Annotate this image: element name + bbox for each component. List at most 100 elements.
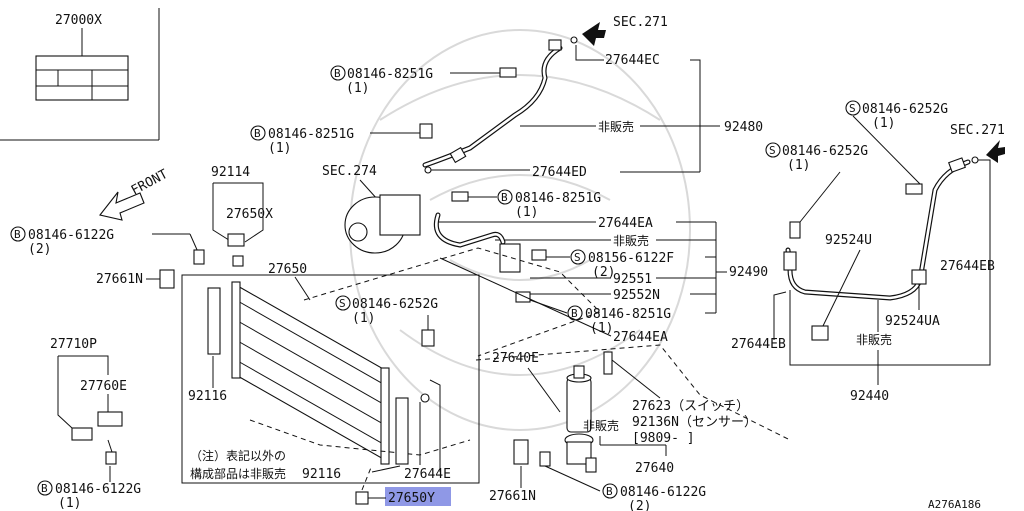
bolt-icon — [789, 221, 801, 239]
bolt-j-label: 08146-6252G — [862, 102, 948, 117]
part-92524UA-label: 92524UA — [885, 314, 940, 329]
bracket-icon — [227, 233, 245, 247]
bolt-k-label: 08146-6252G — [782, 144, 868, 159]
bolt-a-qty: (1) — [346, 81, 369, 96]
pipe-92440 — [783, 157, 971, 301]
pipe-92490 — [433, 212, 521, 273]
front-arrow-icon — [99, 191, 145, 221]
side-seal-left-icon — [207, 287, 221, 355]
bolt-icon — [105, 451, 117, 465]
part-92116-right-label: 92116 — [302, 467, 341, 482]
part-27000X-label: 27000X — [55, 13, 102, 28]
sec274-label: SEC.274 — [322, 164, 377, 179]
svg-text:B: B — [41, 482, 48, 495]
bolt-j-callout: S 08146-6252G (1) — [845, 100, 948, 185]
circle-s-icon — [845, 100, 861, 116]
bolt-icon — [451, 191, 469, 202]
part-27710P-label: 27710P — [50, 337, 97, 352]
seal-bottom-icon — [513, 439, 529, 465]
bolt-i-callout: B 08146-6122G (2) — [602, 483, 706, 511]
sec271-right-label: SEC.271 — [950, 123, 1005, 138]
circle-b-icon — [250, 125, 266, 141]
bolt-a-label: 08146-8251G — [347, 67, 433, 82]
part-27640-label: 27640 — [635, 461, 674, 476]
direction-arrow-icon — [582, 22, 606, 46]
bolt-e-label: 08156-6122F — [588, 251, 674, 266]
not-sold-label-2: 非販売 — [613, 233, 649, 248]
bolt-e-callout: S 08156-6122F (2) — [531, 249, 716, 280]
date-range-label: [9809- ] — [632, 431, 695, 446]
svg-text:B: B — [334, 67, 341, 80]
note-line-1: （注）表記以外の — [190, 448, 286, 463]
part-27644ED-label: 27644ED — [532, 165, 587, 180]
bolt-h-callout: B 08146-6122G (1) — [37, 466, 141, 511]
bolt-h-label: 08146-6122G — [55, 482, 141, 497]
part-27644EC-label: 27644EC — [605, 53, 660, 68]
clamp-icon — [911, 269, 927, 285]
bolt-g-label: 08146-6252G — [352, 297, 438, 312]
bolt-k-callout: S 08146-6252G (1) — [765, 142, 923, 239]
svg-text:B: B — [606, 485, 613, 498]
circle-b-icon — [37, 480, 53, 496]
part-27650Y-label[interactable]: 27650Y — [388, 491, 435, 506]
bolt-icon — [421, 329, 435, 347]
bolt-g-qty: (1) — [352, 311, 375, 326]
bolt-f-label: 08146-8251G — [585, 307, 671, 322]
part-27650-label: 27650 — [268, 262, 307, 277]
not-sold-label-4: 非販売 — [856, 332, 892, 347]
part-27623-label: 27623（スイッチ） — [632, 399, 749, 414]
highlighted-part-box[interactable] — [385, 487, 451, 506]
part-92524U-label: 92524U — [825, 233, 872, 248]
ambient-sensor-icon — [71, 427, 93, 441]
part-27644EB-left-label: 27644EB — [731, 337, 786, 352]
part-27644EA-1-label: 27644EA — [598, 216, 653, 231]
bolt-d-label: 08146-6122G — [28, 228, 114, 243]
bolt-f-qty: (1) — [590, 321, 613, 336]
part-27644EB-right-label: 27644EB — [940, 259, 995, 274]
grommet-icon — [232, 255, 244, 267]
bolt-e-qty: (2) — [592, 265, 615, 280]
part-92440-label: 92440 — [850, 389, 889, 404]
seal-icon — [159, 269, 175, 289]
svg-text:S: S — [849, 102, 856, 115]
bolt-icon — [905, 183, 923, 195]
part-92490-label: 92490 — [729, 265, 768, 280]
bolt-h-qty: (1) — [58, 496, 81, 511]
part-92551-label: 92551 — [613, 272, 652, 287]
part-27760E-label: 27760E — [80, 379, 127, 394]
circle-b-icon — [497, 189, 513, 205]
circle-b-icon — [10, 226, 26, 242]
bolt-j-qty: (1) — [872, 116, 895, 131]
part-27661N-bottom-label: 27661N — [489, 489, 536, 504]
part-92136N-label: 92136N（センサー） — [632, 415, 757, 430]
label-plate-icon — [35, 55, 129, 101]
svg-text:B: B — [501, 191, 508, 204]
condenser-core-icon — [231, 281, 390, 465]
bolt-b-callout: B 08146-8251G (1) — [250, 123, 433, 156]
bolt-c-label: 08146-8251G — [515, 191, 601, 206]
bolt-icon — [193, 249, 205, 265]
note-line-2: 構成部品は非販売 — [190, 466, 286, 481]
side-seal-right-icon — [395, 397, 409, 465]
part-27661N-left-label: 27661N — [96, 272, 143, 287]
compressor-icon — [344, 194, 421, 254]
bolt-d-qty: (2) — [28, 242, 51, 257]
svg-text:S: S — [574, 251, 581, 264]
circle-s-icon — [335, 295, 351, 311]
bolt-c-callout: B 08146-8251G (1) — [451, 189, 601, 220]
svg-text:B: B — [14, 228, 21, 241]
sec271-top-group: SEC.271 — [570, 15, 668, 46]
pipe-fitting-icon — [783, 251, 797, 271]
front-label: FRONT — [129, 167, 171, 199]
circle-b-icon — [330, 65, 346, 81]
part-27644EA-2-label: 27644EA — [613, 330, 668, 345]
sec271-top-label: SEC.271 — [613, 15, 668, 30]
drier-bracket-icon — [564, 433, 597, 473]
clamp-bracket-icon — [499, 243, 521, 273]
circle-s-icon — [765, 142, 781, 158]
circle-b-icon — [602, 483, 618, 499]
part-92114-label: 92114 — [211, 165, 250, 180]
receiver-drier-icon — [566, 365, 592, 433]
